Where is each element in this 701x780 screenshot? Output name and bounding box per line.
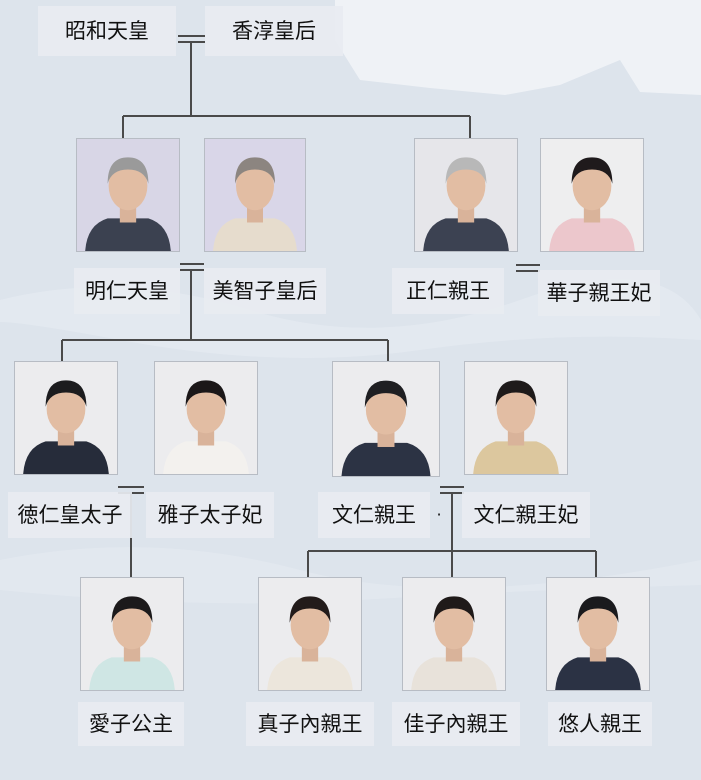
portrait-hair	[364, 380, 408, 408]
label-fumihito: 文仁親王	[318, 492, 430, 538]
label-showa: 昭和天皇	[38, 6, 176, 56]
portrait-clothes	[89, 657, 175, 690]
photo-aiko	[80, 577, 184, 691]
label-kako: 佳子內親王	[392, 702, 520, 746]
label-kiko: 文仁親王妃	[462, 492, 590, 538]
portrait-silhouette	[89, 596, 175, 690]
portrait-silhouette	[163, 380, 249, 474]
photo-kako	[402, 577, 506, 691]
label-masako: 雅子太子妃	[146, 492, 274, 538]
portrait-clothes	[267, 657, 353, 690]
portrait-face	[186, 384, 226, 434]
photo-michiko	[204, 138, 306, 252]
portrait-clothes	[473, 441, 559, 474]
portrait-clothes	[213, 218, 297, 251]
label-masahito: 正仁親王	[392, 268, 504, 314]
label-akihito: 明仁天皇	[74, 268, 180, 314]
portrait-face	[46, 384, 86, 434]
label-hanako: 華子親王妃	[538, 270, 660, 316]
photo-masako	[154, 361, 258, 475]
portrait-face	[446, 161, 486, 211]
portrait-hair	[289, 596, 331, 623]
portrait-face	[496, 384, 536, 434]
portrait-face	[290, 600, 330, 650]
portrait-clothes	[549, 218, 635, 251]
label-naruhito: 徳仁皇太子	[8, 492, 132, 538]
background-watermark	[335, 0, 701, 95]
portrait-silhouette	[85, 157, 171, 251]
label-hisahito: 悠人親王	[548, 702, 652, 746]
portrait-silhouette	[341, 380, 431, 476]
portrait-face	[236, 161, 274, 211]
portrait-silhouette	[411, 596, 497, 690]
portrait-hair	[107, 157, 149, 184]
portrait-face	[434, 600, 474, 650]
portrait-hair	[571, 157, 613, 184]
portrait-silhouette	[267, 596, 353, 690]
label-michiko: 美智子皇后	[204, 268, 326, 314]
portrait-hair	[445, 157, 487, 184]
photo-fumihito	[332, 361, 440, 477]
portrait-face	[365, 384, 407, 435]
portrait-clothes	[23, 441, 109, 474]
portrait-clothes	[411, 657, 497, 690]
portrait-clothes	[163, 441, 249, 474]
portrait-hair	[185, 380, 227, 407]
portrait-silhouette	[473, 380, 559, 474]
portrait-hair	[45, 380, 87, 407]
portrait-hair	[433, 596, 475, 623]
portrait-silhouette	[23, 380, 109, 474]
portrait-hair	[495, 380, 537, 407]
portrait-clothes	[423, 218, 509, 251]
portrait-silhouette	[555, 596, 641, 690]
portrait-face	[578, 600, 618, 650]
portrait-hair	[235, 157, 275, 184]
photo-masahito	[414, 138, 518, 252]
photo-hanako	[540, 138, 644, 252]
portrait-hair	[111, 596, 153, 623]
photo-hisahito	[546, 577, 650, 691]
photo-naruhito	[14, 361, 118, 475]
photo-mako	[258, 577, 362, 691]
label-aiko: 愛子公主	[78, 702, 184, 746]
portrait-clothes	[85, 218, 171, 251]
portrait-face	[572, 161, 612, 211]
portrait-silhouette	[549, 157, 635, 251]
portrait-face	[108, 161, 148, 211]
portrait-clothes	[341, 442, 431, 476]
label-kojun: 香淳皇后	[205, 6, 343, 56]
separator-dot: ·	[436, 505, 442, 524]
portrait-silhouette	[213, 157, 297, 251]
label-mako: 真子內親王	[246, 702, 374, 746]
portrait-face	[112, 600, 152, 650]
portrait-clothes	[555, 657, 641, 690]
photo-kiko	[464, 361, 568, 475]
portrait-hair	[577, 596, 619, 623]
portrait-silhouette	[423, 157, 509, 251]
photo-akihito	[76, 138, 180, 252]
